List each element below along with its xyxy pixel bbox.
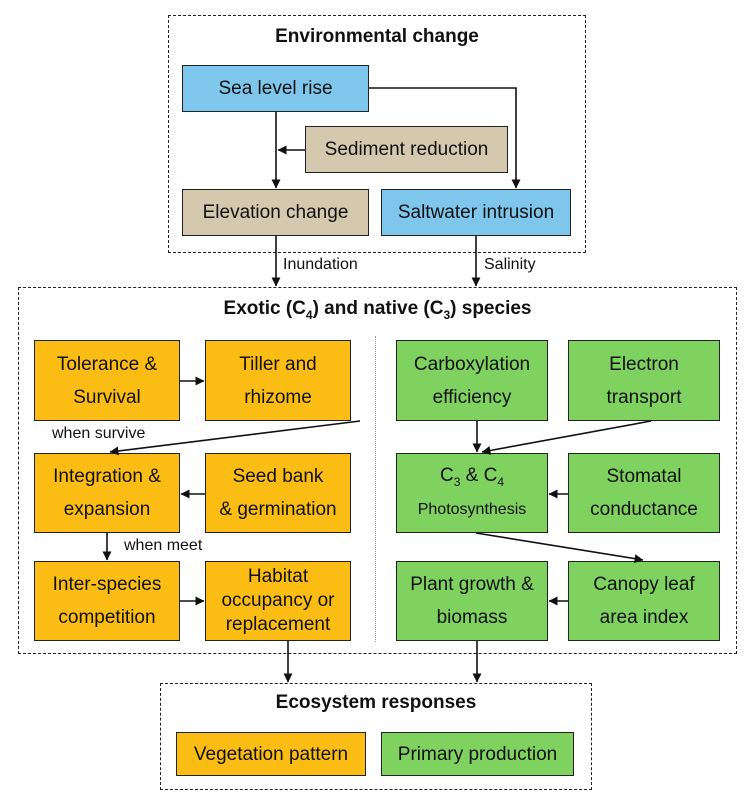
photo-c4-sub: 4	[497, 474, 505, 489]
when-survive-label: when survive	[52, 425, 146, 442]
photo-c3-letter: C	[439, 465, 454, 487]
habitat-occupancy-box: Habitat occupancy or replacement	[205, 561, 351, 641]
species-title: Exotic (C4) and native (C3) species	[19, 298, 736, 322]
photosynthesis-box: C3 & C4 Photosynthesis	[396, 453, 548, 533]
integration-expansion-box: Integration & expansion	[34, 453, 180, 533]
species-title-part3: ) species	[450, 298, 532, 319]
species-title-sub-c3: 3	[443, 307, 451, 322]
inundation-label: Inundation	[283, 256, 358, 273]
elevation-change-box: Elevation change	[182, 189, 369, 236]
tiller-rhizome-box: Tiller and rhizome	[205, 340, 351, 421]
canopy-leaf-area-box: Canopy leaf area index	[568, 561, 720, 641]
inter-species-competition-box: Inter-species competition	[34, 561, 180, 641]
when-meet-label: when meet	[124, 537, 203, 554]
environmental-change-group: Environmental change	[168, 15, 586, 253]
environmental-change-title: Environmental change	[275, 26, 479, 47]
group-divider	[375, 336, 376, 642]
tolerance-survival-box: Tolerance & Survival	[34, 340, 180, 421]
plant-growth-biomass-box: Plant growth & biomass	[396, 561, 548, 641]
arrow-photosynthesis-to-canopy	[475, 532, 644, 564]
arrow-tiller-to-integration	[109, 420, 361, 456]
stomatal-conductance-box: Stomatal conductance	[568, 453, 720, 533]
sediment-reduction-box: Sediment reduction	[305, 126, 508, 173]
species-title-sub-c4: 4	[305, 307, 313, 322]
electron-transport-box: Electron transport	[568, 340, 720, 421]
species-title-part2: ) and native (C	[312, 298, 444, 319]
primary-production-box: Primary production	[381, 732, 574, 776]
photo-and-c: & C	[460, 465, 498, 487]
sea-level-rise-box: Sea level rise	[182, 65, 369, 112]
photo-c3-sub: 3	[453, 474, 461, 489]
vegetation-pattern-box: Vegetation pattern	[176, 732, 366, 776]
species-title-part1: Exotic (C	[223, 298, 306, 319]
ecosystem-responses-title: Ecosystem responses	[275, 692, 477, 713]
ecosystem-responses-group: Ecosystem responses	[160, 683, 592, 790]
saltwater-intrusion-box: Saltwater intrusion	[381, 189, 571, 236]
photosynthesis-c3-c4: C3 & C4	[440, 462, 504, 496]
salinity-label: Salinity	[484, 256, 536, 273]
arrow-sealevel-to-saltwater	[369, 87, 521, 189]
seed-bank-box: Seed bank & germination	[205, 453, 351, 533]
carboxylation-efficiency-box: Carboxylation efficiency	[396, 340, 548, 421]
species-group: Exotic (C4) and native (C3) species	[18, 287, 737, 654]
photosynthesis-word: Photosynthesis	[417, 500, 527, 518]
arrow-electron-to-photosynthesis	[481, 420, 652, 455]
